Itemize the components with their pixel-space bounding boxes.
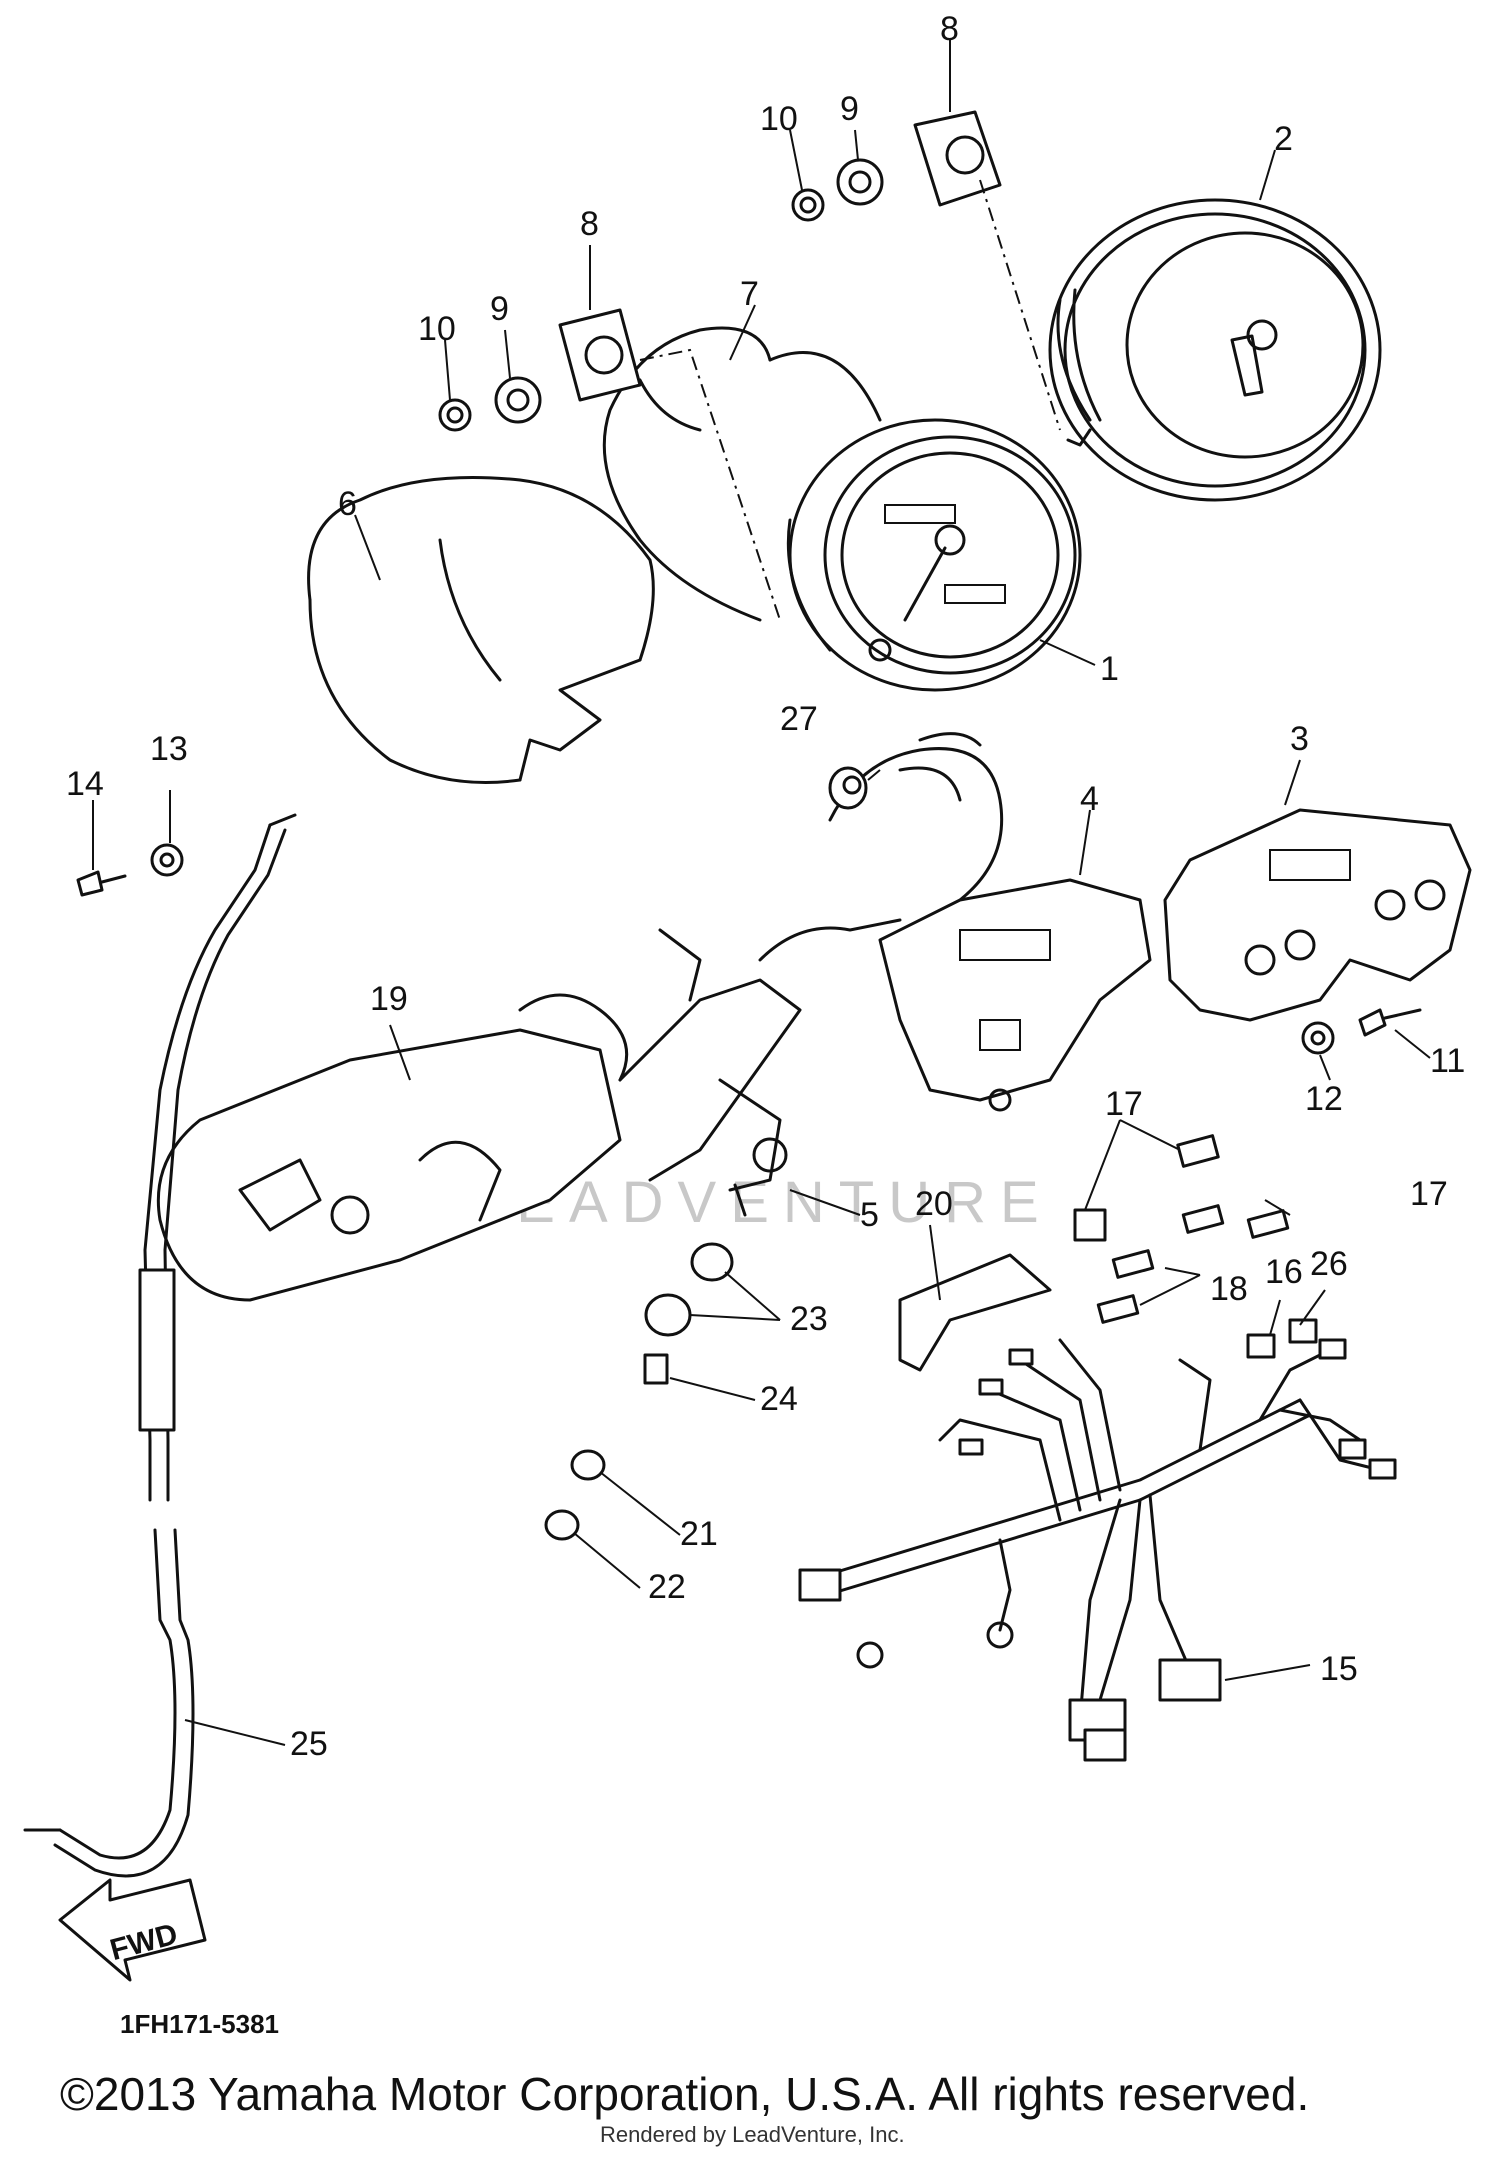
grommets-and-collars bbox=[544, 1242, 734, 1541]
grommet-12 bbox=[1301, 1021, 1335, 1055]
diagram-code: 1FH171-5381 bbox=[120, 2009, 279, 2039]
wire-harness bbox=[798, 1338, 1397, 1762]
headlight-stay bbox=[156, 918, 902, 1302]
callout-11: 11 bbox=[1430, 1042, 1465, 1080]
callout-20: 20 bbox=[915, 1185, 953, 1223]
screw-11 bbox=[1358, 1008, 1422, 1037]
callout-8-lower: 8 bbox=[580, 205, 599, 243]
callout-6: 6 bbox=[338, 485, 357, 523]
rendered-by-notice: Rendered by LeadVenture, Inc. bbox=[600, 2122, 905, 2147]
callout-4: 4 bbox=[1080, 780, 1099, 818]
rubber-damper bbox=[828, 732, 1004, 902]
callout-9-lower: 9 bbox=[490, 290, 509, 328]
callout-1: 1 bbox=[1100, 650, 1119, 688]
grommet-27 bbox=[828, 766, 868, 810]
lamp-socket-upper bbox=[791, 110, 1002, 222]
washer-13 bbox=[150, 843, 184, 877]
lamp-socket-lower bbox=[438, 308, 642, 432]
tachometer-gauge bbox=[1048, 198, 1382, 502]
forward-arrow: FWD bbox=[58, 1878, 207, 1982]
callout-27: 27 bbox=[780, 700, 818, 738]
callout-19: 19 bbox=[370, 980, 408, 1018]
callout-17-upper: 17 bbox=[1105, 1085, 1143, 1123]
callout-9-upper: 9 bbox=[840, 90, 859, 128]
callout-numbers: 1 2 3 4 5 6 7 8 8 9 9 10 10 11 12 13 14 … bbox=[66, 10, 1465, 1763]
callout-13: 13 bbox=[150, 730, 188, 768]
callout-22: 22 bbox=[648, 1568, 686, 1606]
socket-leader-upper bbox=[979, 179, 1061, 431]
indicator-panel-cover bbox=[1163, 808, 1472, 1022]
callout-15: 15 bbox=[1320, 1650, 1358, 1688]
screw-14 bbox=[76, 870, 127, 897]
callout-21: 21 bbox=[680, 1515, 718, 1553]
callout-5: 5 bbox=[860, 1196, 879, 1234]
copyright-notice: ©2013 Yamaha Motor Corporation, U.S.A. A… bbox=[60, 2068, 1309, 2120]
speedometer-gauge bbox=[786, 418, 1082, 692]
callout-23: 23 bbox=[790, 1300, 828, 1338]
callout-10-upper: 10 bbox=[760, 100, 798, 138]
speedometer-housing bbox=[602, 326, 882, 622]
leader-lines bbox=[92, 40, 1431, 1746]
speedometer-cable bbox=[23, 813, 297, 1878]
callout-17-lower: 17 bbox=[1410, 1175, 1448, 1213]
callout-18: 18 bbox=[1210, 1270, 1248, 1308]
callout-12: 12 bbox=[1305, 1080, 1343, 1118]
meter-bracket bbox=[878, 878, 1152, 1112]
callout-8-upper: 8 bbox=[940, 10, 959, 48]
callout-25: 25 bbox=[290, 1725, 328, 1763]
callout-7: 7 bbox=[740, 275, 759, 313]
socket-leader-lower bbox=[639, 348, 781, 621]
callout-16: 16 bbox=[1265, 1253, 1303, 1291]
callout-2: 2 bbox=[1274, 120, 1293, 158]
callout-10-lower: 10 bbox=[418, 310, 456, 348]
callout-24: 24 bbox=[760, 1380, 798, 1418]
callout-14: 14 bbox=[66, 765, 104, 803]
callout-3: 3 bbox=[1290, 720, 1309, 758]
bulbs-and-sockets bbox=[1073, 1134, 1318, 1359]
callout-26: 26 bbox=[1310, 1245, 1348, 1283]
cover-plate bbox=[898, 1253, 1052, 1372]
tachometer-housing bbox=[307, 476, 655, 784]
